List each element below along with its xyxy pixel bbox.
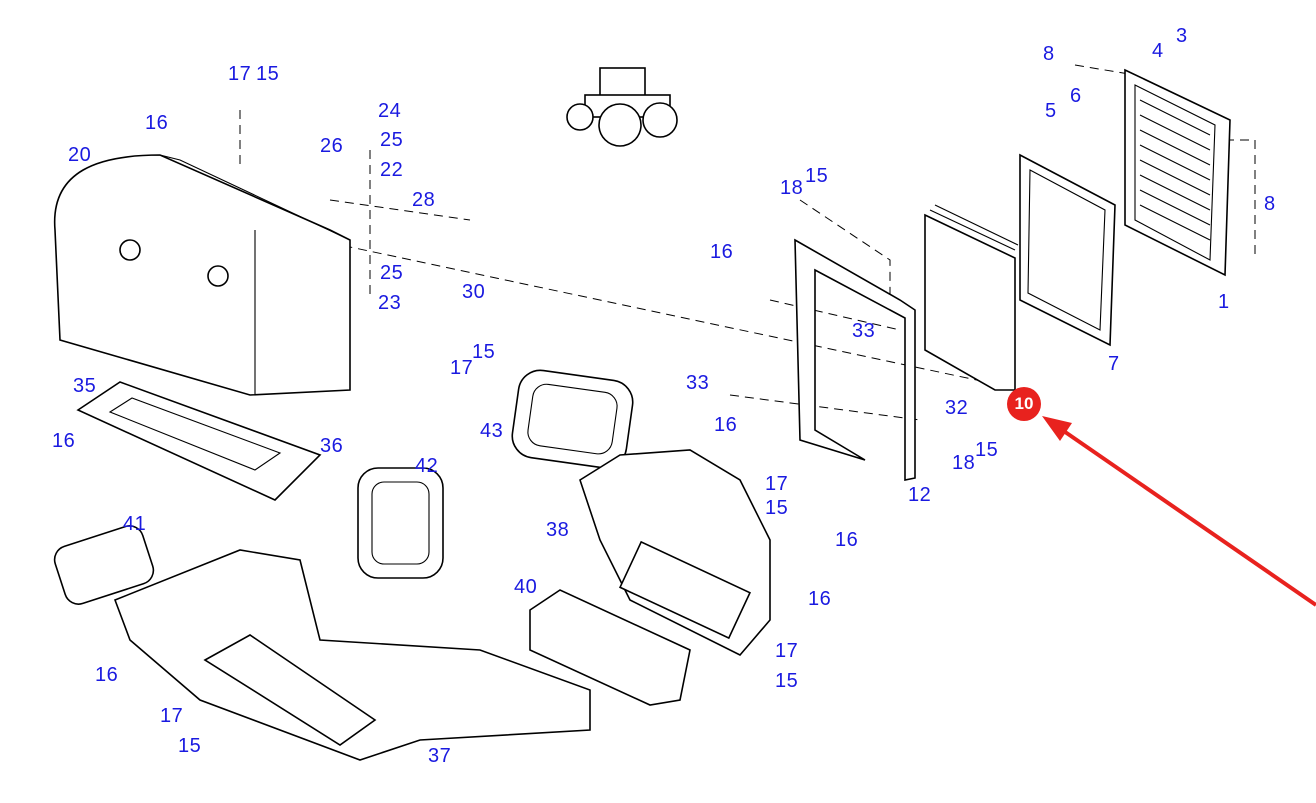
callout-26[interactable]: 26 bbox=[320, 135, 344, 157]
callout-20[interactable]: 20 bbox=[68, 144, 92, 166]
part-37-duct bbox=[113, 549, 591, 761]
part-20-housing bbox=[53, 154, 351, 396]
callout-25[interactable]: 25 bbox=[380, 262, 404, 284]
part-41-seal bbox=[53, 525, 155, 605]
callout-16[interactable]: 16 bbox=[714, 414, 738, 436]
callout-3[interactable]: 3 bbox=[1176, 25, 1188, 47]
tractor-icon bbox=[566, 67, 678, 147]
callout-33[interactable]: 33 bbox=[686, 372, 710, 394]
callout-16[interactable]: 16 bbox=[710, 241, 734, 263]
callout-33[interactable]: 33 bbox=[852, 320, 876, 342]
part-42-seal bbox=[357, 467, 444, 579]
callout-17[interactable]: 17 bbox=[160, 705, 184, 727]
callout-30[interactable]: 30 bbox=[462, 281, 486, 303]
callout-1[interactable]: 1 bbox=[1218, 291, 1230, 313]
callout-16[interactable]: 16 bbox=[52, 430, 76, 452]
callout-4[interactable]: 4 bbox=[1152, 40, 1164, 62]
callout-8[interactable]: 8 bbox=[1043, 43, 1055, 65]
callout-24[interactable]: 24 bbox=[378, 100, 402, 122]
callout-5[interactable]: 5 bbox=[1045, 100, 1057, 122]
callout-6[interactable]: 6 bbox=[1070, 85, 1082, 107]
callout-17[interactable]: 17 bbox=[228, 63, 252, 85]
arrow-head-icon bbox=[1042, 416, 1072, 441]
callout-22[interactable]: 22 bbox=[380, 159, 404, 181]
callout-41[interactable]: 41 bbox=[123, 513, 147, 535]
part-1-grille bbox=[1124, 68, 1231, 277]
callout-23[interactable]: 23 bbox=[378, 292, 402, 314]
highlight-callout-10[interactable]: 10 bbox=[1007, 387, 1041, 421]
callout-18[interactable]: 18 bbox=[780, 177, 804, 199]
callout-40[interactable]: 40 bbox=[514, 576, 538, 598]
callout-18[interactable]: 18 bbox=[952, 452, 976, 474]
callout-35[interactable]: 35 bbox=[73, 375, 97, 397]
part-10-filter bbox=[924, 213, 1016, 391]
callout-17[interactable]: 17 bbox=[450, 357, 474, 379]
callout-43[interactable]: 43 bbox=[480, 420, 504, 442]
part-12-frame bbox=[794, 238, 916, 481]
callout-15[interactable]: 15 bbox=[256, 63, 280, 85]
part-35-gasket bbox=[76, 381, 322, 501]
callout-16[interactable]: 16 bbox=[95, 664, 119, 686]
callout-15[interactable]: 15 bbox=[975, 439, 999, 461]
callout-16[interactable]: 16 bbox=[145, 112, 169, 134]
callout-38[interactable]: 38 bbox=[546, 519, 570, 541]
callout-17[interactable]: 17 bbox=[765, 473, 789, 495]
callout-16[interactable]: 16 bbox=[835, 529, 859, 551]
callout-15[interactable]: 15 bbox=[178, 735, 202, 757]
part-40-duct bbox=[529, 589, 691, 706]
callout-17[interactable]: 17 bbox=[775, 640, 799, 662]
part-43-seal bbox=[511, 369, 634, 469]
callout-8[interactable]: 8 bbox=[1264, 193, 1276, 215]
callout-16[interactable]: 16 bbox=[808, 588, 832, 610]
callout-7[interactable]: 7 bbox=[1108, 353, 1120, 375]
callout-15[interactable]: 15 bbox=[765, 497, 789, 519]
callout-36[interactable]: 36 bbox=[320, 435, 344, 457]
callout-15[interactable]: 15 bbox=[775, 670, 799, 692]
callout-12[interactable]: 12 bbox=[908, 484, 932, 506]
callout-15[interactable]: 15 bbox=[805, 165, 829, 187]
callout-15[interactable]: 15 bbox=[472, 341, 496, 363]
callout-42[interactable]: 42 bbox=[415, 455, 439, 477]
callout-25[interactable]: 25 bbox=[380, 129, 404, 151]
callout-32[interactable]: 32 bbox=[945, 397, 969, 419]
callout-37[interactable]: 37 bbox=[428, 745, 452, 767]
callout-28[interactable]: 28 bbox=[412, 189, 436, 211]
